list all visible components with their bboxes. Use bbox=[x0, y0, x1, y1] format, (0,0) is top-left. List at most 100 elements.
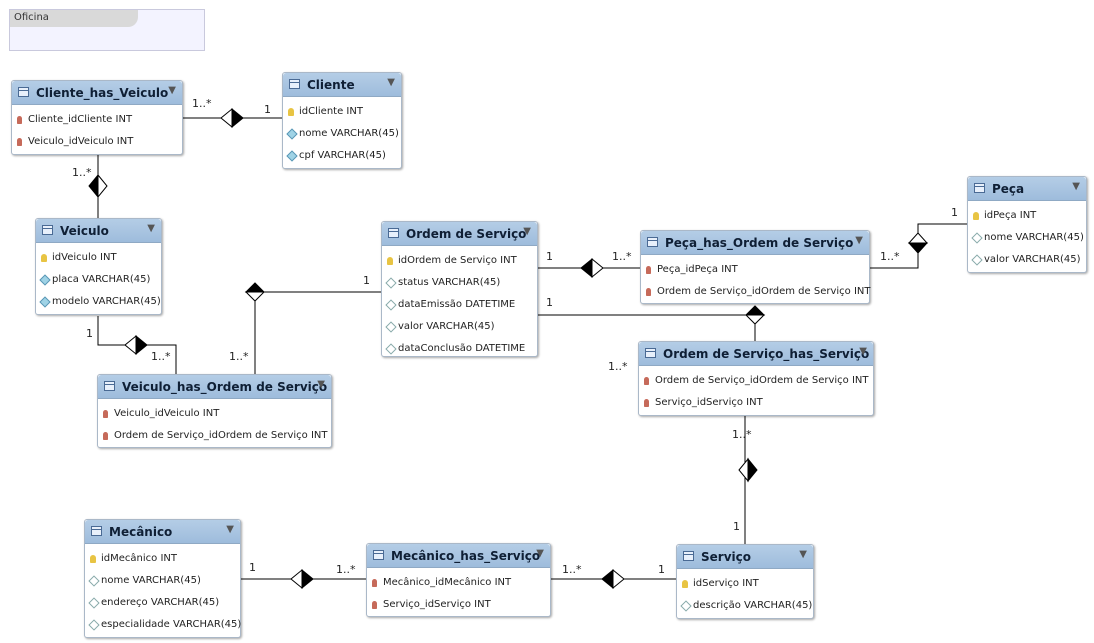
column-row[interactable]: idOrdem de Serviço INT bbox=[382, 250, 537, 272]
table-icon bbox=[647, 237, 658, 247]
column-row[interactable]: Ordem de Serviço_idOrdem de Serviço INT bbox=[641, 281, 871, 303]
attribute-icon bbox=[88, 575, 100, 587]
attribute-icon bbox=[39, 274, 51, 286]
column-row[interactable]: idCliente INT bbox=[283, 101, 401, 123]
table-mecanico[interactable]: Mecânico ▼ idMecânico INT nome VARCHAR(4… bbox=[84, 519, 241, 638]
diagram-layer[interactable]: Oficina bbox=[9, 9, 205, 51]
column-label: descrição VARCHAR(45) bbox=[693, 600, 813, 611]
table-cliente[interactable]: Cliente ▼ idCliente INT nome VARCHAR(45)… bbox=[282, 72, 402, 169]
table-name: Veiculo_has_Ordem de Serviço bbox=[122, 380, 328, 394]
table-ordem-de-servico-has-servico[interactable]: Ordem de Serviço_has_Serviço ▼ Ordem de … bbox=[638, 341, 874, 416]
table-icon bbox=[18, 87, 29, 97]
cardinality-label: 1..* bbox=[336, 563, 356, 576]
primary-key-icon bbox=[41, 254, 47, 262]
collapse-arrow-icon[interactable]: ▼ bbox=[859, 346, 867, 357]
primary-key-icon bbox=[387, 257, 393, 265]
column-row[interactable]: nome VARCHAR(45) bbox=[968, 227, 1086, 249]
foreign-key-icon bbox=[646, 266, 651, 274]
column-row[interactable]: valor VARCHAR(45) bbox=[968, 249, 1086, 271]
table-header[interactable]: Veiculo_has_Ordem de Serviço ▼ bbox=[98, 375, 331, 399]
column-row[interactable]: nome VARCHAR(45) bbox=[85, 570, 240, 592]
table-header[interactable]: Ordem de Serviço ▼ bbox=[382, 222, 537, 246]
collapse-arrow-icon[interactable]: ▼ bbox=[536, 548, 544, 559]
table-servico[interactable]: Serviço ▼ idServiço INT descrição VARCHA… bbox=[676, 544, 814, 619]
column-label: idVeiculo INT bbox=[52, 252, 117, 263]
table-peca-has-ordem-de-servico[interactable]: Peça_has_Ordem de Serviço ▼ Peça_idPeça … bbox=[640, 230, 871, 304]
column-label: dataEmissão DATETIME bbox=[398, 299, 516, 310]
column-label: placa VARCHAR(45) bbox=[52, 274, 151, 285]
table-name: Peça_has_Ordem de Serviço bbox=[665, 236, 854, 250]
collapse-arrow-icon[interactable]: ▼ bbox=[1072, 181, 1080, 192]
table-mecanico-has-servico[interactable]: Mecânico_has_Serviço ▼ Mecânico_idMecâni… bbox=[366, 543, 551, 617]
column-label: endereço VARCHAR(45) bbox=[101, 597, 220, 608]
collapse-arrow-icon[interactable]: ▼ bbox=[855, 235, 863, 246]
column-row[interactable]: Ordem de Serviço_idOrdem de Serviço INT bbox=[639, 370, 873, 392]
cardinality-label: 1 bbox=[658, 563, 665, 576]
column-row[interactable]: idVeiculo INT bbox=[36, 247, 161, 269]
foreign-key-icon bbox=[372, 601, 377, 609]
layer-title: Oficina bbox=[14, 12, 49, 23]
column-row[interactable]: Ordem de Serviço_idOrdem de Serviço INT bbox=[98, 425, 331, 447]
table-header[interactable]: Veiculo ▼ bbox=[36, 219, 161, 243]
column-row[interactable]: Veiculo_idVeiculo INT bbox=[12, 131, 182, 153]
column-row[interactable]: Serviço_idServiço INT bbox=[639, 392, 873, 414]
table-header[interactable]: Peça_has_Ordem de Serviço ▼ bbox=[641, 231, 869, 255]
table-header[interactable]: Cliente_has_Veiculo ▼ bbox=[12, 81, 182, 105]
table-header[interactable]: Mecânico_has_Serviço ▼ bbox=[367, 544, 550, 568]
column-row[interactable]: especialidade VARCHAR(45) bbox=[85, 614, 241, 636]
foreign-key-icon bbox=[17, 116, 22, 124]
table-icon bbox=[683, 551, 694, 561]
diamond-os-vho-rel bbox=[244, 282, 266, 302]
table-header[interactable]: Ordem de Serviço_has_Serviço ▼ bbox=[639, 342, 873, 366]
column-row[interactable]: dataEmissão DATETIME bbox=[382, 294, 537, 316]
attribute-icon bbox=[88, 619, 100, 631]
layer-tab bbox=[10, 10, 138, 27]
attribute-icon bbox=[385, 321, 397, 333]
column-row[interactable]: modelo VARCHAR(45) bbox=[36, 291, 161, 313]
column-label: Ordem de Serviço_idOrdem de Serviço INT bbox=[655, 375, 869, 386]
column-row[interactable]: dataConclusão DATETIME bbox=[382, 338, 537, 360]
collapse-arrow-icon[interactable]: ▼ bbox=[168, 85, 176, 96]
collapse-arrow-icon[interactable]: ▼ bbox=[387, 77, 395, 88]
foreign-key-icon bbox=[372, 579, 377, 587]
column-row[interactable]: descrição VARCHAR(45) bbox=[677, 595, 813, 617]
collapse-arrow-icon[interactable]: ▼ bbox=[147, 223, 155, 234]
column-row[interactable]: endereço VARCHAR(45) bbox=[85, 592, 240, 614]
column-row[interactable]: Serviço_idServiço INT bbox=[367, 594, 550, 616]
table-veiculo[interactable]: Veiculo ▼ idVeiculo INT placa VARCHAR(45… bbox=[35, 218, 162, 315]
column-row[interactable]: Veiculo_idVeiculo INT bbox=[98, 403, 331, 425]
column-row[interactable]: idPeça INT bbox=[968, 205, 1086, 227]
table-header[interactable]: Serviço ▼ bbox=[677, 545, 813, 569]
cardinality-label: 1..* bbox=[608, 360, 628, 373]
column-row[interactable]: placa VARCHAR(45) bbox=[36, 269, 161, 291]
column-label: idCliente INT bbox=[299, 106, 363, 117]
column-row[interactable]: idMecânico INT bbox=[85, 548, 240, 570]
column-row[interactable]: status VARCHAR(45) bbox=[382, 272, 537, 294]
collapse-arrow-icon[interactable]: ▼ bbox=[523, 226, 531, 237]
table-peca[interactable]: Peça ▼ idPeça INT nome VARCHAR(45) valor… bbox=[967, 176, 1087, 273]
column-row[interactable]: nome VARCHAR(45) bbox=[283, 123, 401, 145]
column-row[interactable]: Cliente_idCliente INT bbox=[12, 109, 182, 131]
table-header[interactable]: Peça ▼ bbox=[968, 177, 1086, 201]
table-header[interactable]: Cliente ▼ bbox=[283, 73, 401, 97]
diamond-os-ohs-rel bbox=[744, 305, 766, 325]
cardinality-label: 1 bbox=[86, 327, 93, 340]
collapse-arrow-icon[interactable]: ▼ bbox=[317, 379, 325, 390]
table-ordem-de-servico[interactable]: Ordem de Serviço ▼ idOrdem de Serviço IN… bbox=[381, 221, 538, 357]
table-cliente-has-veiculo[interactable]: Cliente_has_Veiculo ▼ Cliente_idCliente … bbox=[11, 80, 183, 155]
table-icon bbox=[373, 550, 384, 560]
table-veiculo-has-ordem-de-servico[interactable]: Veiculo_has_Ordem de Serviço ▼ Veiculo_i… bbox=[97, 374, 332, 448]
attribute-icon bbox=[286, 150, 298, 162]
column-row[interactable]: idServiço INT bbox=[677, 573, 813, 595]
table-icon bbox=[104, 381, 115, 391]
collapse-arrow-icon[interactable]: ▼ bbox=[226, 524, 234, 535]
column-row[interactable]: cpf VARCHAR(45) bbox=[283, 145, 401, 167]
cardinality-label: 1 bbox=[264, 103, 271, 116]
collapse-arrow-icon[interactable]: ▼ bbox=[799, 549, 807, 560]
column-row[interactable]: Peça_idPeça INT bbox=[641, 259, 869, 281]
column-row[interactable]: Mecânico_idMecânico INT bbox=[367, 572, 550, 594]
column-label: idMecânico INT bbox=[101, 553, 177, 564]
table-icon bbox=[289, 79, 300, 89]
table-header[interactable]: Mecânico ▼ bbox=[85, 520, 240, 544]
column-row[interactable]: valor VARCHAR(45) bbox=[382, 316, 537, 338]
